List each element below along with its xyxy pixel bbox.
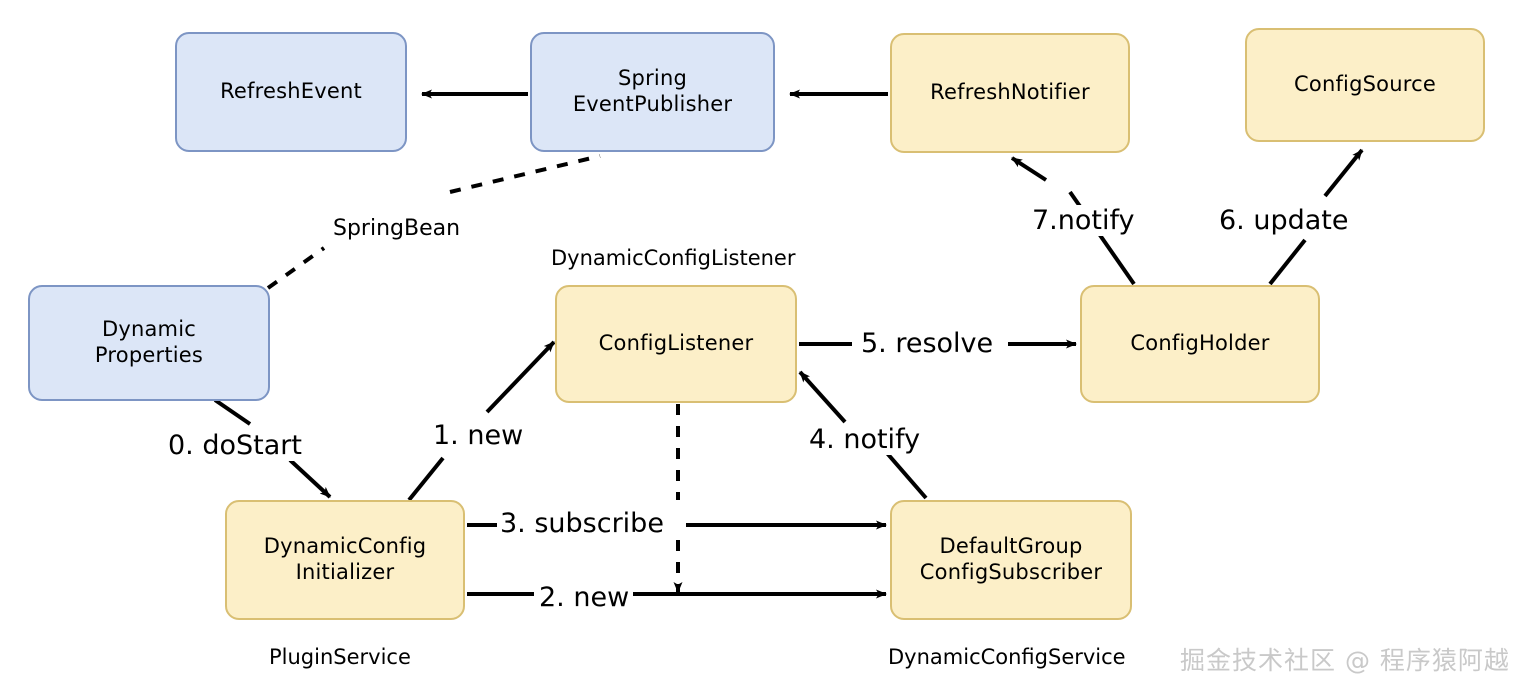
node-config-source[interactable]: ConfigSource	[1245, 28, 1485, 142]
edge-label-7-notify: 7.notify	[1029, 205, 1138, 236]
node-config-holder[interactable]: ConfigHolder	[1080, 285, 1320, 403]
node-config-listener[interactable]: ConfigListener	[555, 285, 797, 403]
group-label-dynamic-config-service: DynamicConfigService	[888, 645, 1126, 669]
group-label-plugin-service: PluginService	[269, 645, 411, 669]
edge-label-2-new: 2. new	[536, 582, 633, 613]
group-label-dynamic-config-listener: DynamicConfigListener	[551, 246, 796, 270]
node-default-group-config-subscriber[interactable]: DefaultGroup ConfigSubscriber	[890, 500, 1132, 620]
watermark: 掘金技术社区 @ 程序猿阿越	[1180, 646, 1510, 675]
edge-label-springbean: SpringBean	[330, 216, 464, 241]
edge-label-3-subscribe: 3. subscribe	[497, 508, 667, 539]
edge-label-0-dostart: 0. doStart	[165, 430, 305, 461]
edge-label-4-notify: 4. notify	[806, 424, 924, 455]
node-refresh-event[interactable]: RefreshEvent	[175, 32, 407, 152]
edge-label-6-update: 6. update	[1216, 205, 1352, 236]
edge-label-5-resolve: 5. resolve	[858, 328, 997, 359]
node-spring-event-publisher[interactable]: Spring EventPublisher	[530, 32, 775, 152]
node-refresh-notifier[interactable]: RefreshNotifier	[890, 33, 1130, 153]
edge-label-1-new: 1. new	[430, 420, 527, 451]
node-dynamic-config-initializer[interactable]: DynamicConfig Initializer	[225, 500, 465, 620]
node-dynamic-properties[interactable]: Dynamic Properties	[28, 285, 270, 401]
